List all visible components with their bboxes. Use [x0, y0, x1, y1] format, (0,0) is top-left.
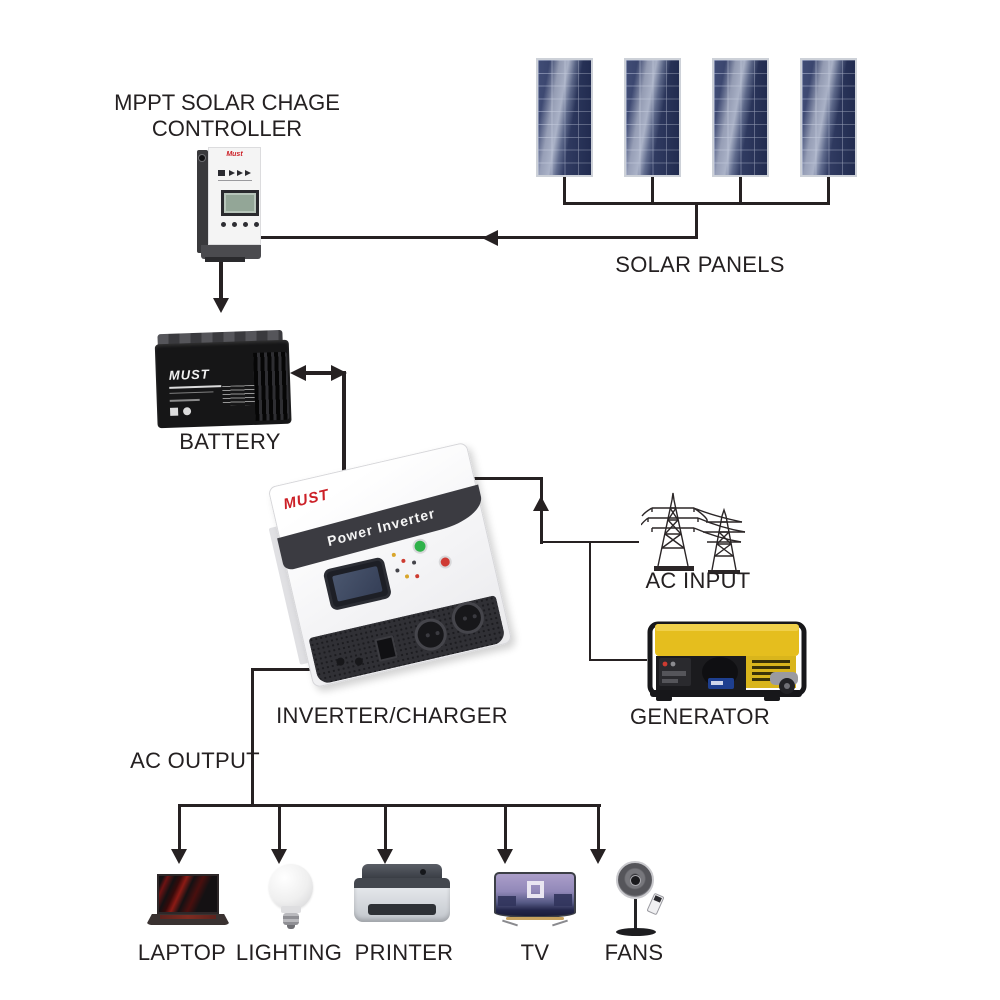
controller-face: Must [208, 147, 261, 245]
controller-model-marks [218, 170, 254, 176]
inverter-green-led [413, 539, 427, 553]
label-generator: GENERATOR [629, 704, 771, 729]
label-inverter-charger: INVERTER/CHARGER [276, 703, 508, 728]
label-lighting: LIGHTING [235, 940, 343, 965]
controller-foot [205, 257, 245, 262]
mppt-charge-controller: Must [197, 147, 261, 262]
pedestal-fan-icon [608, 858, 668, 938]
arrowhead-solar-to-controller [482, 230, 498, 246]
inverter-display [326, 559, 389, 608]
wire-load-drop-2 [278, 804, 281, 850]
controller-title-line1: MPPT SOLAR CHAGE [114, 90, 340, 115]
wire-panel-drop-4 [827, 175, 830, 204]
solar-panel [800, 58, 857, 177]
wire-to-generator [589, 659, 647, 661]
arrowhead-load-1 [171, 849, 187, 864]
wire-load-drop-3 [384, 804, 387, 850]
arrowhead-to-battery [290, 365, 306, 381]
label-ac-output: AC OUTPUT [130, 748, 260, 773]
controller-subtext-line [218, 180, 252, 181]
inverter-brand: MUST [281, 486, 331, 514]
wire-solar-to-controller [260, 236, 697, 239]
wire-load-drop-4 [504, 804, 507, 850]
battery-cert-marks [169, 407, 179, 416]
wire-controller-to-battery [219, 255, 223, 300]
label-ac-input: AC INPUT [645, 568, 751, 593]
generator-icon [642, 616, 812, 709]
wire-load-drop-5 [597, 804, 600, 850]
battery: MUST [154, 329, 292, 429]
remote-control-icon [646, 892, 665, 916]
transmission-tower-icon [640, 490, 771, 581]
inverter-red-led [439, 556, 451, 568]
label-fans: FANS [604, 940, 664, 965]
wire-ac-output-bus [178, 804, 601, 807]
arrowhead-load-3 [377, 849, 393, 864]
wire-generator-vertical [589, 541, 591, 661]
controller-buttons [221, 222, 259, 227]
arrowhead-load-2 [271, 849, 287, 864]
label-laptop: LAPTOP [137, 940, 227, 965]
printer-icon [354, 864, 450, 928]
wire-ac-output-vertical [251, 668, 254, 807]
label-tv: TV [520, 940, 550, 965]
controller-base [201, 245, 261, 259]
controller-lcd-screen [221, 190, 259, 216]
controller-title: MPPT SOLAR CHAGE CONTROLLER [114, 90, 340, 142]
label-battery: BATTERY [179, 429, 281, 454]
wire-panel-drop-3 [739, 175, 742, 204]
arrowhead-load-4 [497, 849, 513, 864]
wire-ac-output-top [251, 668, 334, 671]
wire-panel-drop-2 [651, 175, 654, 204]
solar-panel [712, 58, 769, 177]
label-printer: PRINTER [354, 940, 454, 965]
label-solar-panels: SOLAR PANELS [615, 252, 785, 277]
wire-ac-top [458, 477, 543, 480]
solar-panel [624, 58, 681, 177]
wire-panel-bus-stub [695, 202, 698, 239]
arrowhead-load-5 [590, 849, 606, 864]
battery-brand: MUST [168, 366, 210, 383]
light-bulb-icon [266, 864, 316, 932]
controller-side-panel [197, 150, 208, 253]
wire-battery-inverter [302, 371, 336, 375]
mounting-hole [199, 155, 205, 161]
arrowhead-ac-to-inverter [533, 496, 549, 511]
wire-panel-drop-1 [563, 175, 566, 204]
laptop-icon [146, 872, 230, 928]
controller-title-line2: CONTROLLER [151, 116, 303, 141]
tv-icon [492, 872, 578, 930]
wire-load-drop-1 [178, 804, 181, 850]
controller-brand: Must [226, 151, 243, 158]
battery-body: MUST [154, 339, 292, 429]
arrowhead-controller-to-battery [213, 298, 229, 313]
solar-panel [536, 58, 593, 177]
wire-battery-inverter-vertical [342, 371, 346, 487]
battery-terminal-ridges [253, 351, 290, 421]
